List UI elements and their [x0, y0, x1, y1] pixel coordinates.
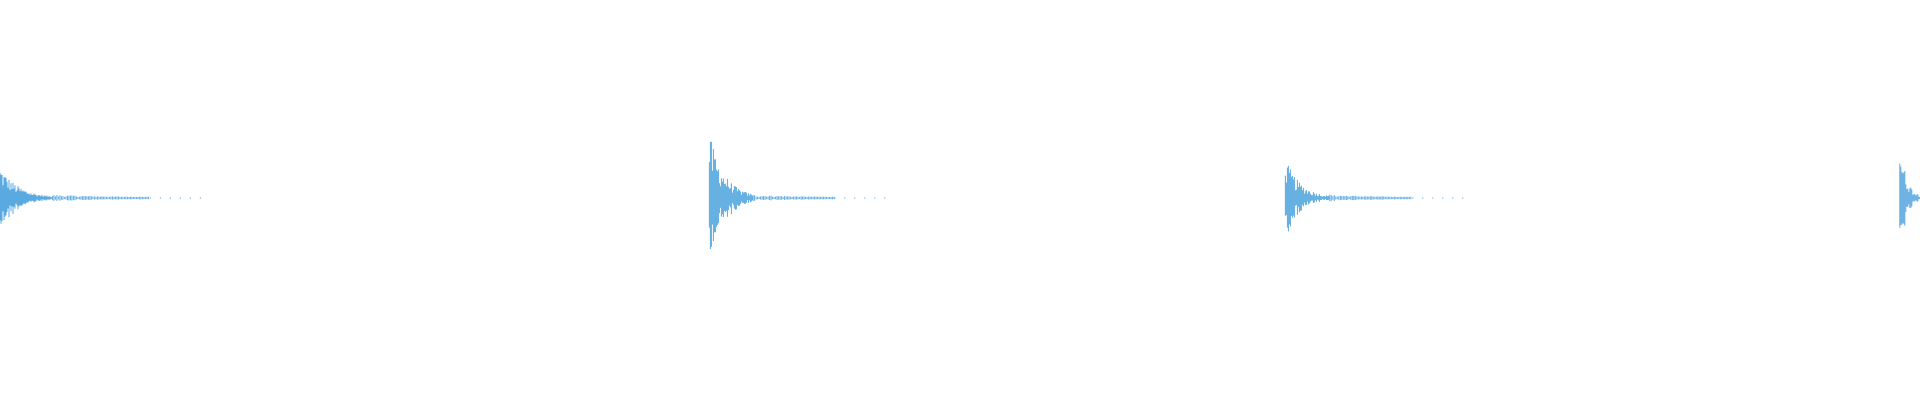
waveform-sample — [834, 197, 836, 199]
waveform-burst-2 — [708, 141, 886, 249]
waveform-sample — [179, 197, 181, 199]
waveform-sample — [1452, 197, 1454, 199]
waveform-burst-4 — [1899, 163, 1920, 228]
waveform-sample — [1412, 197, 1414, 199]
waveform-sample — [1462, 197, 1464, 199]
waveform-sample — [1422, 197, 1424, 199]
waveform-sample — [169, 197, 171, 199]
waveform-sample — [159, 197, 161, 199]
waveform-sample — [149, 197, 151, 199]
waveform-sample — [189, 197, 191, 199]
waveform-sample — [1432, 197, 1434, 199]
waveform-sample — [199, 197, 201, 199]
waveform-sample — [864, 197, 866, 199]
waveform-sample — [854, 197, 856, 199]
waveform-sample — [844, 197, 846, 199]
waveform-burst-1 — [0, 172, 201, 224]
waveform-burst-3 — [1284, 165, 1464, 232]
waveform-sample — [1442, 197, 1444, 199]
waveform-sample — [874, 197, 876, 199]
waveform-sample — [884, 197, 886, 199]
waveform-peaks — [0, 141, 1920, 249]
